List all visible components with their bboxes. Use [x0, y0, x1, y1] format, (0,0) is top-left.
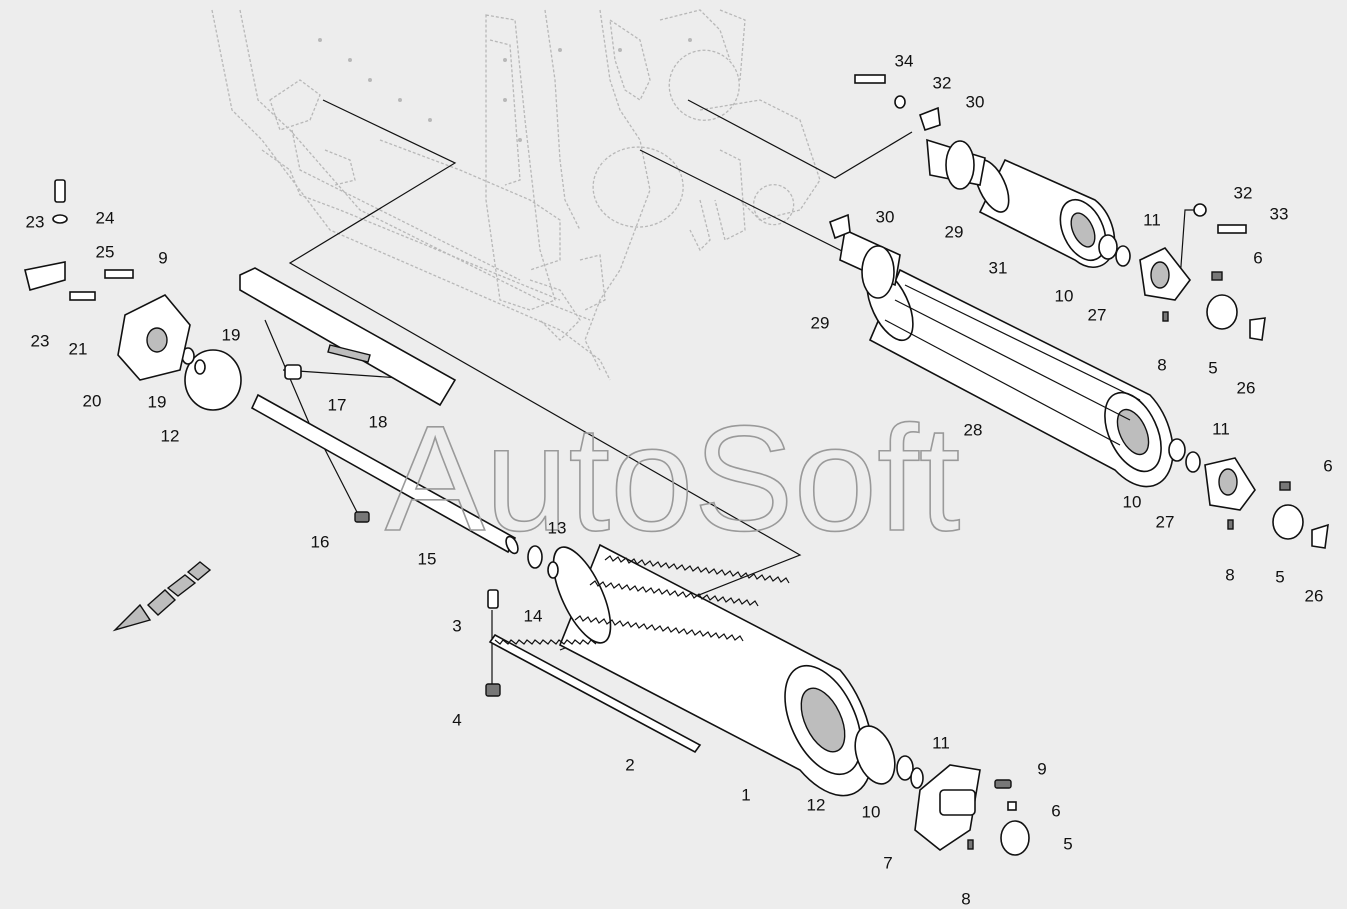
- callout-c6b: 6: [1323, 456, 1332, 475]
- callout-c3: 3: [452, 616, 461, 635]
- hardware: [24, 74, 1329, 856]
- callout-c29b: 29: [811, 313, 830, 332]
- callout-c5c: 5: [1063, 834, 1072, 853]
- callout-c9a: 9: [158, 248, 167, 267]
- callout-c6c: 6: [1051, 801, 1060, 820]
- callout-c19b: 19: [148, 392, 167, 411]
- callout-c21: 21: [69, 339, 88, 358]
- callout-c26a: 26: [1237, 378, 1256, 397]
- callout-c32b: 32: [1234, 183, 1253, 202]
- callout-c34a: 34: [895, 51, 914, 70]
- callout-c23a: 23: [26, 212, 45, 231]
- callout-c30b: 30: [876, 207, 895, 226]
- callout-c30a: 30: [966, 92, 985, 111]
- callout-c12a: 12: [161, 426, 180, 445]
- callout-c25: 25: [96, 242, 115, 261]
- callout-c32a: 32: [933, 73, 952, 92]
- callout-c19a: 19: [222, 325, 241, 344]
- callout-c33: 33: [1270, 204, 1289, 223]
- callout-c5a: 5: [1208, 358, 1217, 377]
- upper-cylinder-31: [974, 158, 1116, 268]
- callout-c18: 18: [369, 412, 388, 431]
- callout-c1: 1: [741, 785, 750, 804]
- callout-c10a: 10: [1055, 286, 1074, 305]
- upper-roller-28: [866, 268, 1174, 488]
- callout-c27b: 27: [1156, 512, 1175, 531]
- callout-c17: 17: [328, 395, 347, 414]
- callout-c29a: 29: [945, 222, 964, 241]
- callout-c8b: 8: [1225, 565, 1234, 584]
- callout-c26b: 26: [1305, 586, 1324, 605]
- callout-c8c: 8: [961, 889, 970, 908]
- callout-c7: 7: [883, 853, 892, 872]
- bar-18: [239, 267, 457, 407]
- callout-c28: 28: [964, 420, 983, 439]
- watermark-text: AutoSoft: [385, 394, 960, 562]
- callout-c31: 31: [989, 258, 1008, 277]
- callout-c9b: 9: [1037, 759, 1046, 778]
- callout-c13: 13: [548, 518, 567, 537]
- callout-c10c: 10: [862, 802, 881, 821]
- callout-c4: 4: [452, 710, 461, 729]
- lower-rotor-1: [552, 543, 874, 797]
- callout-c10b: 10: [1123, 492, 1142, 511]
- callout-c11b: 11: [1212, 419, 1230, 438]
- shaft-15: [250, 393, 519, 555]
- callout-c2: 2: [625, 755, 634, 774]
- callout-c8a: 8: [1157, 355, 1166, 374]
- callout-c5b: 5: [1275, 567, 1284, 586]
- callout-c23b: 23: [31, 331, 50, 350]
- callout-c20: 20: [83, 391, 102, 410]
- callout-c15: 15: [418, 549, 437, 568]
- callout-c6a: 6: [1253, 248, 1262, 267]
- knife-strip-2: [488, 633, 702, 754]
- callout-c27a: 27: [1088, 305, 1107, 324]
- machine-frame-background: [211, 9, 821, 381]
- callout-c12b: 12: [807, 795, 826, 814]
- direction-arrow-icon: [112, 561, 212, 632]
- callout-c11a: 11: [1143, 210, 1161, 229]
- callout-c16: 16: [311, 532, 330, 551]
- callout-c14: 14: [524, 606, 543, 625]
- callout-c24: 24: [96, 208, 115, 227]
- callout-c11c: 11: [932, 733, 950, 752]
